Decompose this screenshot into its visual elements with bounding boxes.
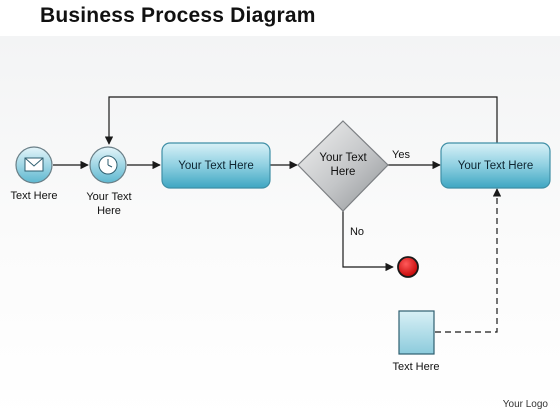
diagram-canvas xyxy=(0,36,560,420)
no-label: No xyxy=(349,226,365,238)
task-2-label: Your Text Here xyxy=(457,159,534,172)
start-event-label: Text Here xyxy=(10,190,58,202)
connector-data-association xyxy=(435,188,502,333)
start-event xyxy=(15,146,53,184)
logo-placeholder: Your Logo xyxy=(502,399,548,410)
connector-loop-back xyxy=(104,96,498,145)
gateway-label: Your Text Here xyxy=(319,152,367,178)
end-event xyxy=(397,256,419,278)
task-1-box xyxy=(161,142,271,189)
title-band xyxy=(0,0,560,36)
yes-label: Yes xyxy=(392,149,410,161)
timer-event-label: Your Text Here xyxy=(86,191,132,217)
task-1-label: Your Text Here xyxy=(178,159,254,172)
page-title: Business Process Diagram xyxy=(40,4,316,27)
timer-event xyxy=(89,146,127,184)
clock-icon xyxy=(98,155,118,175)
connector-gateway-no xyxy=(342,211,394,272)
data-object xyxy=(398,310,435,355)
gateway-diamond xyxy=(297,120,389,212)
data-object-label: Text Here xyxy=(392,361,440,373)
envelope-icon xyxy=(24,157,44,172)
task-2-box xyxy=(440,142,551,189)
